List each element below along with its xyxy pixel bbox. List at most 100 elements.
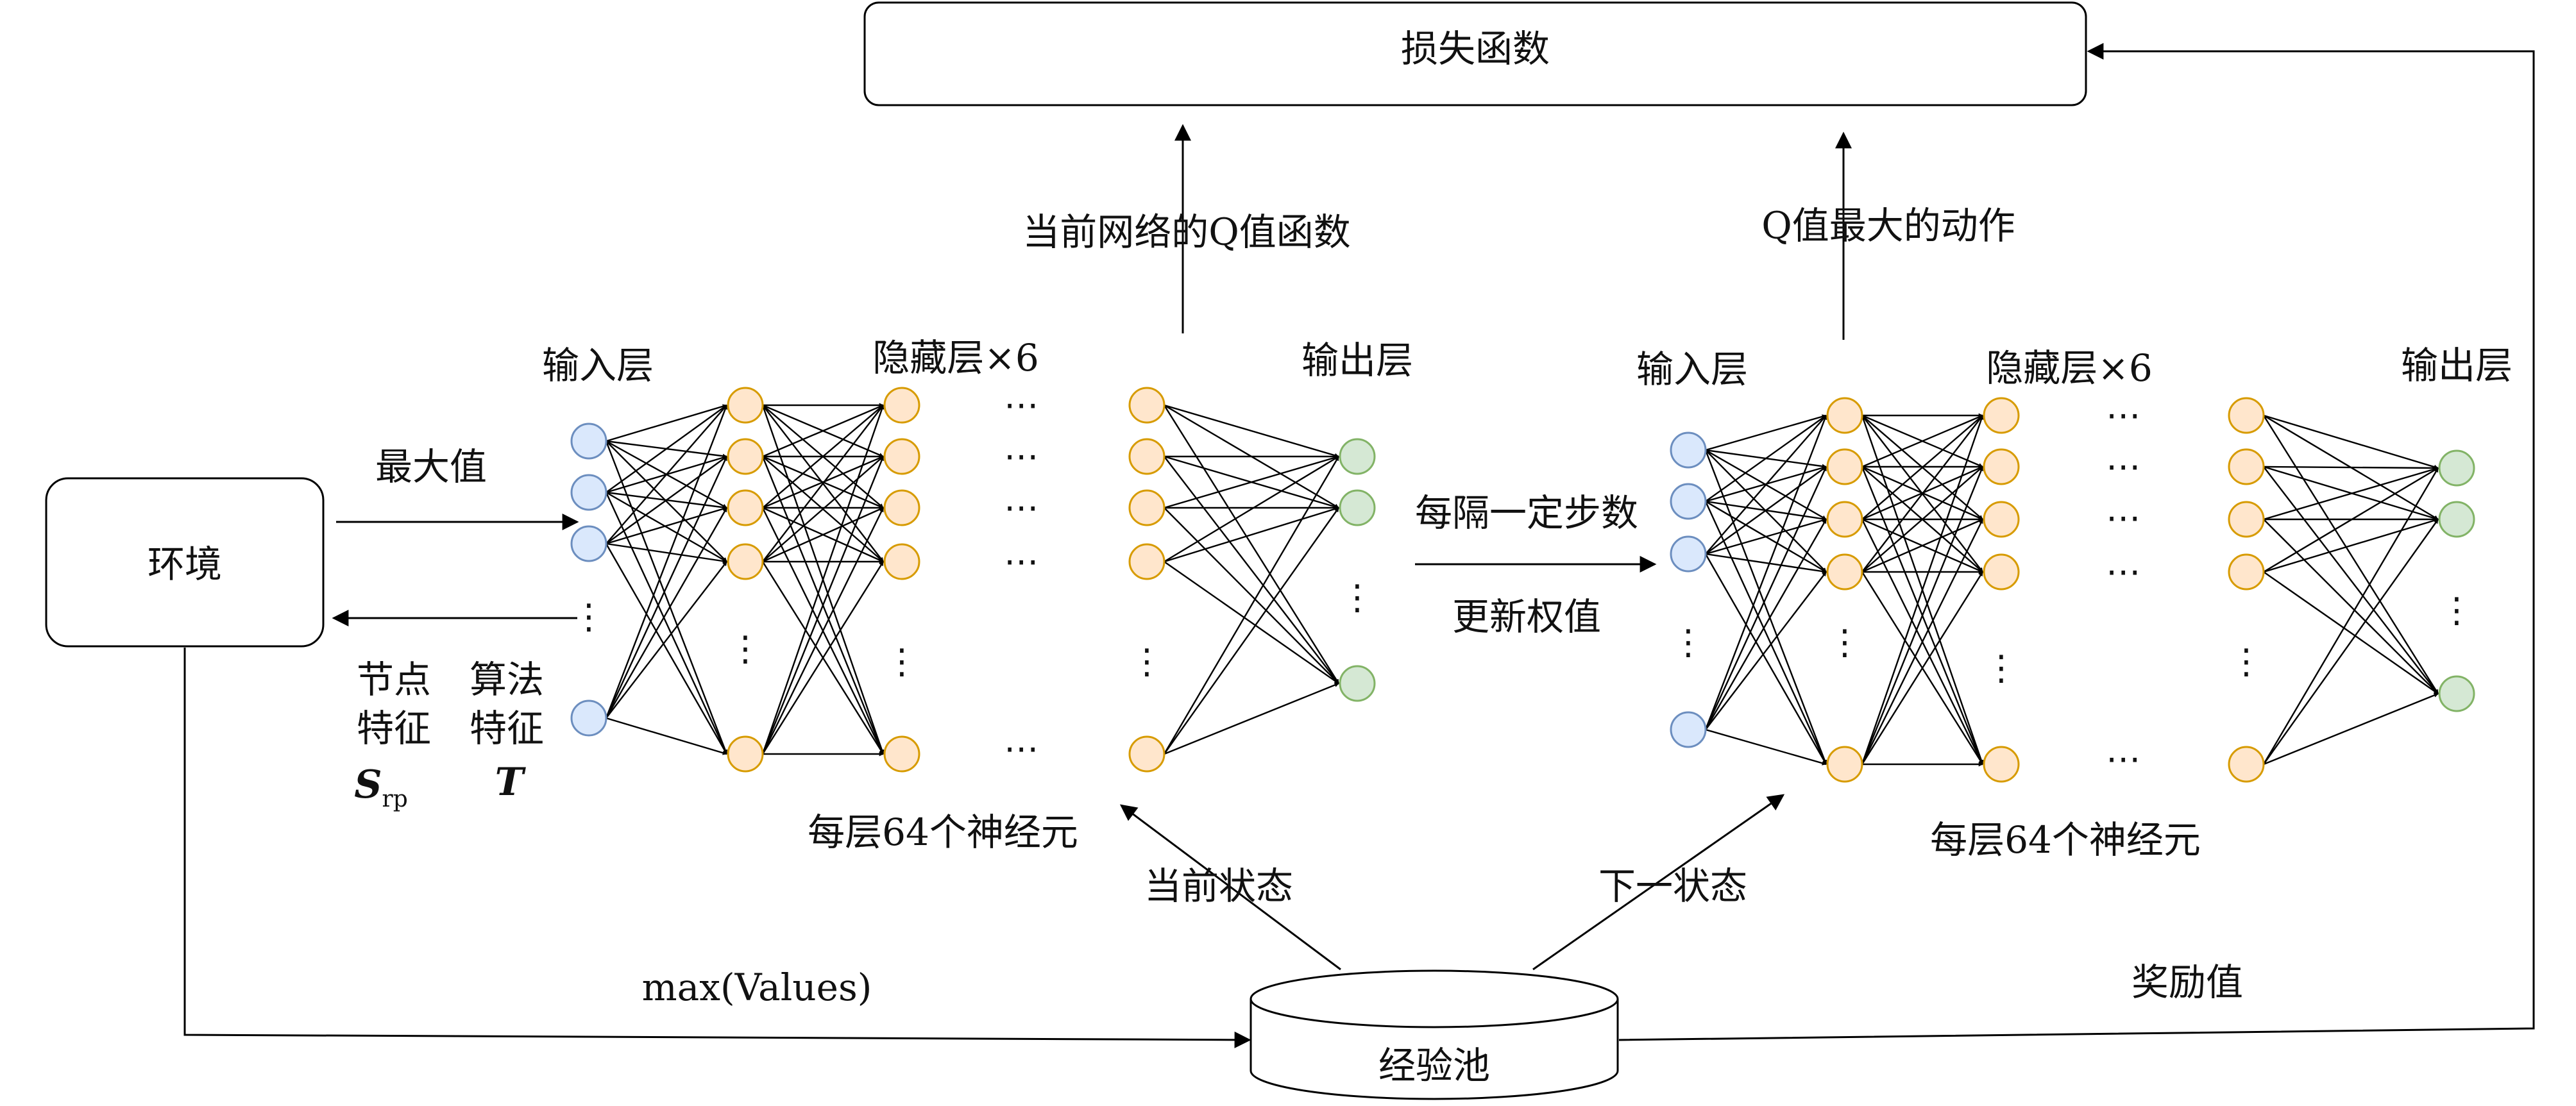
right-hidden1-neuron	[1826, 501, 1863, 538]
right-hidden-last-neuron	[2228, 746, 2265, 783]
left-hidden2-neuron	[883, 438, 920, 475]
env-to-pool-arrow	[183, 648, 1251, 1048]
left-hidden-last-neuron	[1128, 543, 1165, 580]
right-edge	[1704, 501, 1827, 765]
mid-dots-1: ⋯	[1004, 385, 1038, 425]
node-feature-line2: 特征	[357, 707, 431, 750]
right-output-neuron	[2438, 501, 2475, 538]
left-edge	[762, 405, 884, 562]
right-neurons-label: 每层64个神经元	[1930, 818, 2201, 862]
right-edge	[1704, 449, 1827, 765]
left-edge	[1164, 455, 1339, 509]
max-values-label: max(Values)	[642, 966, 872, 1009]
left-hidden2-neuron	[883, 543, 920, 580]
current-q-label: 当前网络的Q值函数	[1022, 210, 1351, 254]
environment-box: 环境	[45, 477, 325, 648]
r-mid-dots-1: ⋯	[2106, 395, 2140, 435]
left-network	[570, 387, 1376, 773]
r-mid-dots-4: ⋯	[2106, 551, 2140, 592]
left-edge	[1164, 682, 1339, 755]
right-edge	[1705, 414, 1827, 451]
r-output-dots: ⋮	[2439, 590, 2474, 630]
left-input-neuron	[570, 474, 607, 511]
current-state-arrow	[1119, 804, 1341, 971]
left-hidden-layer-label: 隐藏层×6	[872, 336, 1039, 380]
left-edge	[606, 404, 727, 442]
algo-feature-line2: 特征	[470, 707, 544, 750]
left-edge	[606, 491, 727, 563]
left-edge	[1164, 507, 1339, 755]
left-edge	[1164, 561, 1339, 684]
left-edge	[1163, 405, 1340, 684]
right-input-neuron	[1670, 535, 1707, 573]
left-hidden-last-neuron	[1128, 438, 1165, 475]
environment-label: 环境	[148, 542, 222, 586]
right-edge	[2263, 414, 2439, 469]
right-hidden-last-neuron	[2228, 501, 2265, 538]
left-edge	[605, 492, 728, 755]
hidden-last-dots: ⋮	[1130, 641, 1164, 682]
r-mid-dots-2: ⋯	[2106, 446, 2140, 487]
right-edge	[2263, 519, 2439, 694]
right-hidden2-neuron	[1983, 553, 2020, 591]
left-hidden-last-neuron	[1128, 735, 1165, 773]
r-hidden1-dots: ⋮	[1827, 622, 1862, 662]
left-hidden1-neuron	[727, 735, 764, 773]
reward-label: 奖励值	[2131, 960, 2243, 1004]
left-edge	[606, 405, 727, 544]
right-hidden2-neuron	[1983, 746, 2020, 783]
right-hidden2-neuron	[1983, 448, 2020, 485]
left-edge	[762, 456, 884, 562]
right-edge	[2263, 465, 2439, 471]
t-symbol: T	[495, 760, 527, 805]
left-edge	[761, 405, 885, 755]
left-edge	[606, 440, 727, 562]
right-hidden2-neuron	[1983, 397, 2020, 434]
left-hidden1-neuron	[727, 387, 764, 424]
left-output-neuron	[1339, 489, 1376, 526]
left-neurons-label: 每层64个神经元	[808, 810, 1078, 854]
right-input-neuron	[1670, 432, 1707, 469]
right-edge	[2263, 518, 2439, 573]
right-output-layer-label: 输出层	[2401, 344, 2512, 387]
left-edge	[605, 543, 728, 755]
loss-function-box: 损失函数	[863, 1, 2087, 106]
left-edge	[762, 507, 884, 563]
left-edge	[606, 561, 727, 719]
left-hidden1-neuron	[727, 489, 764, 526]
left-edge	[762, 404, 884, 458]
left-hidden2-neuron	[883, 489, 920, 526]
right-input-neuron	[1670, 483, 1707, 520]
left-hidden1-neuron	[727, 438, 764, 475]
mid-dots-5: ⋯	[1004, 728, 1038, 769]
right-edge	[2262, 467, 2439, 765]
reward-to-loss-arrow	[1618, 43, 2535, 1041]
node-feature-line1: 节点	[357, 658, 431, 701]
right-edge	[1704, 466, 1827, 730]
right-edge	[1861, 519, 1984, 765]
output-dots: ⋮	[1340, 577, 1375, 617]
s-rp-symbol: Srp	[354, 762, 408, 812]
left-input-layer-label: 输入层	[542, 344, 654, 387]
right-input-neuron	[1670, 711, 1707, 748]
left-edge	[1164, 507, 1339, 563]
right-edge	[1704, 519, 1827, 730]
right-edge	[1705, 553, 1827, 574]
right-output-neuron	[2438, 675, 2475, 712]
mid-dots-2: ⋯	[1004, 436, 1038, 476]
next-state-label: 下一状态	[1598, 864, 1747, 908]
left-edge	[1164, 507, 1339, 684]
current-state-label: 当前状态	[1144, 864, 1293, 908]
right-edge	[1705, 518, 1827, 555]
right-edge	[1861, 415, 1983, 520]
loss-function-label: 损失函数	[1401, 27, 1550, 71]
left-edge	[606, 717, 727, 755]
right-hidden1-neuron	[1826, 553, 1863, 591]
right-edge	[2263, 571, 2439, 694]
left-edge	[605, 440, 728, 755]
right-edge	[2263, 466, 2439, 694]
algo-feature-line1: 算法	[470, 658, 544, 701]
next-state-arrow	[1532, 794, 1785, 971]
right-hidden-last-neuron	[2228, 553, 2265, 591]
left-nodes	[570, 387, 1376, 773]
